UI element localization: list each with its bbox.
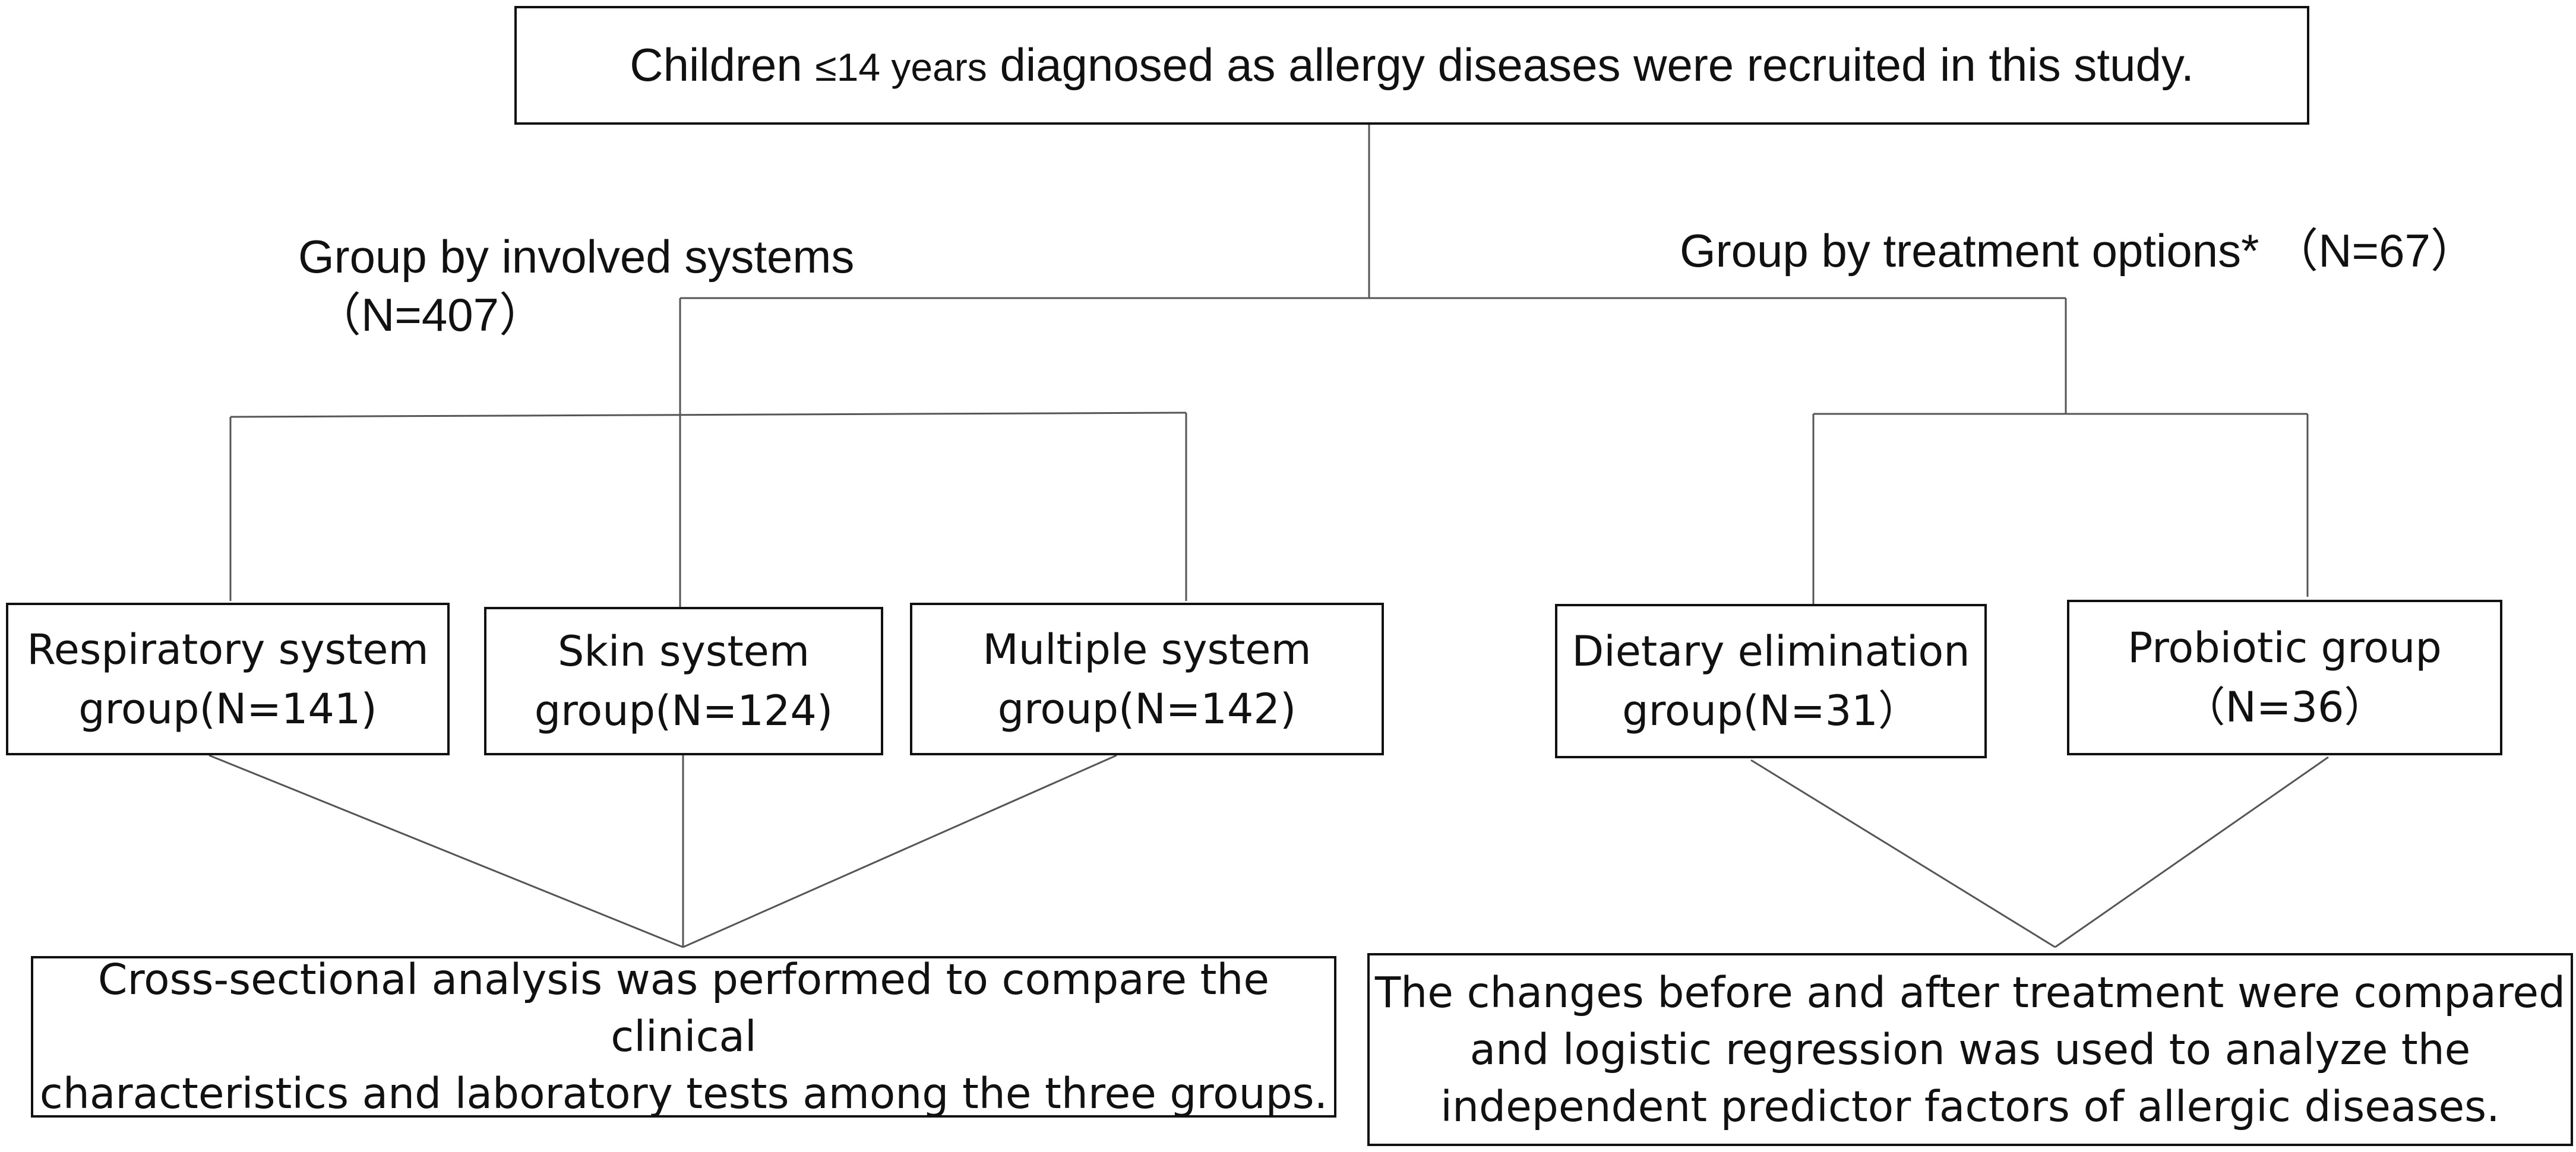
- treatment-analysis-line2: and logistic regression was used to anal…: [1469, 1024, 2471, 1074]
- label-systems-count: （N=407）: [315, 289, 546, 341]
- connector-respiratory-converge: [208, 754, 684, 948]
- study-population-box: Children ≤14 years diagnosed as allergy …: [514, 6, 2309, 125]
- probiotic-line1: Probiotic group: [2128, 624, 2442, 672]
- population-text-c: diagnosed as allergy diseases were recru…: [987, 39, 2194, 91]
- respiratory-line2: group(N=141): [78, 684, 377, 733]
- multiple-line1: Multiple system: [982, 625, 1311, 674]
- connector-dietary-converge: [1750, 759, 2056, 948]
- multiple-line2: group(N=142): [997, 684, 1297, 733]
- label-group-by-treatment: Group by treatment options* （N=67）: [1680, 224, 2477, 277]
- cross-sectional-line1: Cross-sectional analysis was performed t…: [97, 955, 1270, 1061]
- dietary-group-box: Dietary elimination group(N=31）: [1555, 604, 1987, 758]
- connector-left-horizontal: [230, 412, 1187, 418]
- cross-sectional-analysis-box: Cross-sectional analysis was performed t…: [31, 955, 1336, 1118]
- treatment-analysis-line1: The changes before and after treatment w…: [1374, 967, 2566, 1017]
- connector-multiple-converge: [682, 754, 1117, 948]
- connector-probiotic-converge: [2055, 756, 2329, 948]
- respiratory-group-box: Respiratory system group(N=141): [6, 603, 450, 755]
- multiple-group-box: Multiple system group(N=142): [910, 603, 1384, 755]
- probiotic-line2: （N=36）: [2183, 683, 2386, 732]
- treatment-analysis-box: The changes before and after treatment w…: [1367, 953, 2573, 1146]
- respiratory-line1: Respiratory system: [27, 625, 429, 674]
- skin-group-box: Skin system group(N=124): [484, 607, 883, 755]
- population-text-age: ≤14 years: [815, 45, 987, 90]
- population-text-a: Children: [630, 39, 816, 91]
- probiotic-group-box: Probiotic group （N=36）: [2067, 600, 2502, 755]
- cross-sectional-line2: characteristics and laboratory tests amo…: [39, 1069, 1328, 1118]
- treatment-analysis-line3: independent predictor factors of allergi…: [1440, 1081, 2500, 1131]
- dietary-line2: group(N=31）: [1622, 686, 1920, 735]
- skin-line2: group(N=124): [534, 686, 833, 735]
- label-group-by-systems: Group by involved systems: [298, 230, 855, 283]
- dietary-line1: Dietary elimination: [1572, 627, 1970, 676]
- skin-line1: Skin system: [557, 627, 810, 676]
